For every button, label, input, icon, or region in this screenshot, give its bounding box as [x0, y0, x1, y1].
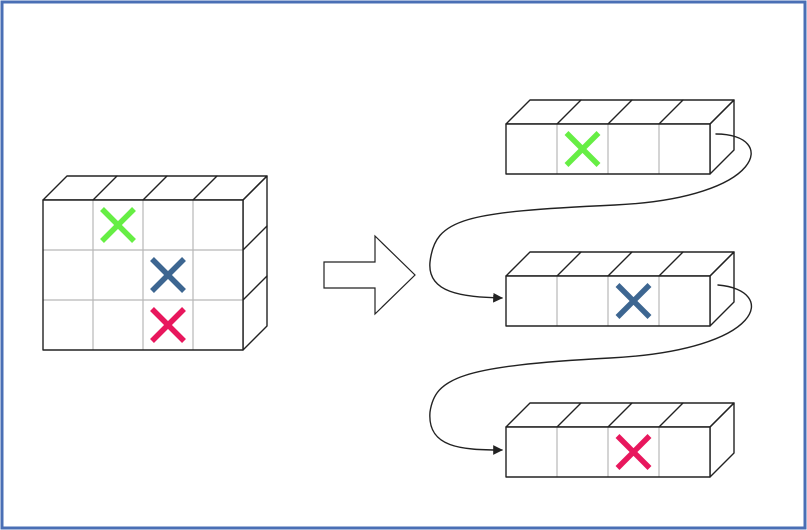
curved-arrow-icon [429, 284, 753, 455]
row-block-1 [505, 99, 735, 175]
right-block-arrow-icon [323, 234, 416, 316]
cross-stroke [564, 131, 601, 167]
source-block [42, 175, 268, 351]
cross-stroke [150, 257, 186, 293]
source-block-top-divider [142, 175, 168, 201]
row-block-3-front-outline [505, 426, 711, 478]
row-block-2-top-divider [556, 251, 582, 277]
cross-mark-3 [150, 307, 186, 343]
row-block-3-top-divider [607, 402, 633, 428]
curved-arrow-icon [429, 133, 752, 303]
row-block-2-top-divider [658, 251, 684, 277]
row-block-3-top-divider [658, 402, 684, 428]
source-block-top-divider [92, 175, 118, 201]
cross-stroke [615, 434, 652, 470]
cross-stroke [615, 283, 652, 319]
row-block-2-front-outline [505, 275, 711, 327]
row-block-1-top-divider [607, 99, 633, 125]
row-block-2-top-divider [607, 251, 633, 277]
row-block-2 [505, 251, 735, 327]
source-block-top-divider [192, 175, 218, 201]
row-cross-mark-1 [564, 131, 601, 167]
row-cross-mark-3 [615, 434, 652, 470]
source-block-front-outline [42, 199, 244, 351]
row-block-1-front-outline [505, 123, 711, 175]
cross-stroke [150, 307, 186, 343]
row-block-1-top-divider [658, 99, 684, 125]
cross-stroke [100, 207, 136, 243]
cross-mark-1 [100, 207, 136, 243]
row-block-3 [505, 402, 735, 478]
cross-mark-2 [150, 257, 186, 293]
source-block-side-divider [242, 225, 268, 251]
source-block-side-divider [242, 275, 268, 301]
row-cross-mark-2 [615, 283, 652, 319]
row-block-1-top-divider [556, 99, 582, 125]
row-block-3-top-divider [556, 402, 582, 428]
